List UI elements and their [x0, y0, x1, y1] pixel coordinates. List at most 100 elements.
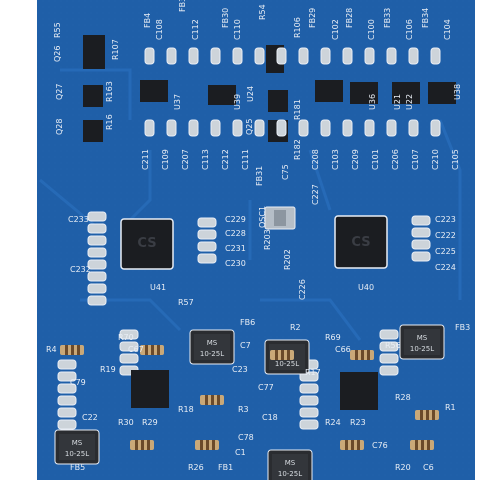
- silkscreen-label: C101: [371, 149, 380, 170]
- resistor: [140, 345, 164, 355]
- capacitor-pads: [57, 47, 441, 430]
- silkscreen-label: Q27: [55, 84, 64, 100]
- capacitor-pad: [342, 119, 353, 137]
- capacitor-pad: [386, 119, 397, 137]
- capacitor-pad: [57, 407, 77, 418]
- silkscreen-label: C67: [128, 345, 144, 354]
- silkscreen-label: U40: [358, 283, 374, 292]
- capacitor-pad: [364, 119, 375, 137]
- silkscreen-label: C208: [311, 149, 320, 170]
- capacitor-pad: [408, 119, 419, 137]
- silkscreen-label: U37: [173, 94, 182, 110]
- silkscreen-label: FB1: [218, 463, 233, 472]
- silkscreen-label: U39: [233, 94, 242, 110]
- capacitor-pad: [87, 247, 107, 258]
- silkscreen-label: C77: [258, 383, 274, 392]
- silkscreen-label: C100: [367, 19, 376, 40]
- silkscreen-label: FB4: [143, 13, 152, 28]
- silkscreen-label: C110: [233, 19, 242, 40]
- capacitor-pad: [254, 119, 265, 137]
- silkscreen-label: C105: [451, 149, 460, 170]
- silkscreen-label: C66: [335, 345, 351, 354]
- silkscreen-label: Q28: [55, 119, 64, 135]
- silkscreen-label: C113: [201, 149, 210, 170]
- inductor-marking: 10-25L: [200, 350, 224, 358]
- inductor-marking: 10-25L: [410, 345, 434, 353]
- capacitor-pad: [430, 47, 441, 65]
- silkscreen-label: C230: [225, 259, 246, 268]
- silkscreen-label: FB5: [70, 463, 85, 472]
- capacitor-pad: [254, 47, 265, 65]
- capacitor-pad: [197, 253, 217, 264]
- silkscreen-label: R2: [290, 323, 301, 332]
- resistor: [410, 440, 434, 450]
- capacitor-pad: [57, 371, 77, 382]
- capacitor-pad: [197, 229, 217, 240]
- capacitor-pad: [408, 47, 419, 65]
- silkscreen-label: R17: [305, 368, 321, 377]
- silkscreen-label: R202: [283, 249, 292, 270]
- qfn-chip-left: CS: [120, 218, 174, 270]
- silkscreen-label: C222: [435, 231, 456, 240]
- silkscreen-label: C23: [232, 365, 248, 374]
- capacitor-pad: [119, 341, 139, 352]
- silkscreen-label: FB3: [455, 323, 470, 332]
- silkscreen-label: C210: [431, 149, 440, 170]
- capacitor-pad: [379, 353, 399, 364]
- resistor: [340, 440, 364, 450]
- capacitor-pad: [298, 119, 309, 137]
- capacitor-pad: [232, 119, 243, 137]
- silkscreen-label: C78: [238, 433, 254, 442]
- silkscreen-label: R30: [118, 418, 134, 427]
- capacitor-pad: [166, 119, 177, 137]
- capacitor-pad: [411, 227, 431, 238]
- silkscreen-label: FB31: [255, 166, 264, 186]
- silkscreen-label: C75: [281, 164, 290, 180]
- silkscreen-label: C224: [435, 263, 456, 272]
- capacitor-pad: [57, 395, 77, 406]
- capacitor-pad: [119, 353, 139, 364]
- capacitor-pad: [364, 47, 375, 65]
- capacitor-pad: [379, 365, 399, 376]
- silkscreen-label: C7: [240, 341, 251, 350]
- capacitor-pad: [276, 119, 287, 137]
- silkscreen-label: C79: [70, 378, 86, 387]
- capacitor-pad: [298, 47, 309, 65]
- capacitor-pad: [299, 419, 319, 430]
- silkscreen-label: C6: [423, 463, 434, 472]
- silkscreen-label: C104: [443, 19, 452, 40]
- capacitor-pad: [57, 359, 77, 370]
- silkscreen-label: R23: [350, 418, 366, 427]
- silkscreen-label: U36: [368, 94, 377, 110]
- silkscreen-label: FB35: [178, 0, 187, 12]
- capacitor-pad: [144, 47, 155, 65]
- capacitor-pad: [379, 329, 399, 340]
- silkscreen-label: C18: [262, 413, 278, 422]
- capacitor-pad: [119, 329, 139, 340]
- qfn-chip-right: CS: [334, 215, 388, 269]
- silkscreen-label: FB28: [345, 8, 354, 28]
- silkscreen-label: C102: [331, 19, 340, 40]
- capacitor-pad: [299, 407, 319, 418]
- capacitor-pad: [210, 119, 221, 137]
- silkscreen-label: R54: [258, 4, 267, 20]
- silkscreen-label: C231: [225, 244, 246, 253]
- silkscreen-label: C109: [161, 149, 170, 170]
- silkscreen-label: U38: [453, 84, 462, 100]
- capacitor-pad: [299, 395, 319, 406]
- silkscreen-label: R19: [100, 365, 116, 374]
- silkscreen-label: R20: [395, 463, 411, 472]
- silkscreen-label: R182: [293, 139, 302, 160]
- capacitor-pad: [299, 383, 319, 394]
- silkscreen-label: C1: [235, 448, 246, 457]
- resistor: [415, 410, 439, 420]
- capacitor-pad: [87, 235, 107, 246]
- silkscreen-label: R1: [445, 403, 456, 412]
- capacitor-pad: [166, 47, 177, 65]
- soic-chip-right: [340, 372, 378, 410]
